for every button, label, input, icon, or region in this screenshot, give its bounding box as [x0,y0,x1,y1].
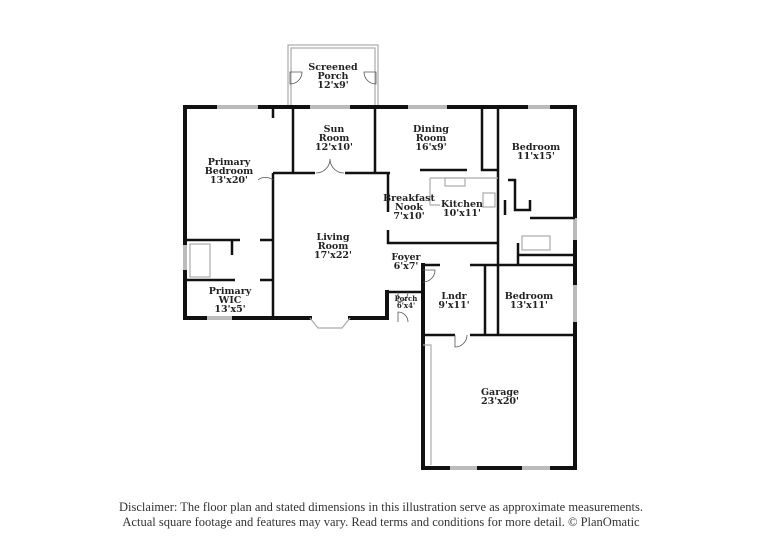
svg-text:12'x10': 12'x10' [315,142,353,153]
svg-text:Lndr: Lndr [441,291,467,302]
svg-text:Porch: Porch [318,71,349,82]
svg-text:Screened: Screened [308,62,358,73]
svg-text:Nook: Nook [395,202,423,213]
svg-text:13'x20': 13'x20' [210,175,248,186]
room-dining-room: Dining Room 16'x9' [413,124,449,153]
svg-text:Bedroom: Bedroom [512,142,560,153]
room-porch: Porch 6'x4' [395,294,418,310]
svg-text:Living: Living [317,232,350,243]
svg-text:13'x5': 13'x5' [214,304,245,315]
svg-text:23'x20': 23'x20' [481,396,519,407]
interior-walls [185,107,575,348]
room-foyer: Foyer 6'x7' [391,252,421,272]
svg-text:Dining: Dining [413,124,449,135]
disclaimer-line-1: Disclaimer: The floor plan and stated di… [119,500,643,514]
room-kitchen: Kitchen 10'x11' [441,199,483,219]
svg-text:11'x15': 11'x15' [517,151,555,162]
exterior-walls [183,105,577,470]
svg-text:Bedroom: Bedroom [205,166,253,177]
svg-text:WIC: WIC [218,295,242,306]
svg-text:6'x7': 6'x7' [394,261,419,272]
svg-text:Garage: Garage [481,387,519,398]
room-screened-porch: Screened Porch 12'x9' [308,62,358,91]
svg-text:Bedroom: Bedroom [505,291,553,302]
room-primary-bedroom: Primary Bedroom 13'x20' [205,157,253,186]
disclaimer-line-2: Actual square footage and features may v… [122,515,640,529]
svg-text:Foyer: Foyer [391,252,421,263]
room-living-room: Living Room 17'x22' [314,232,352,261]
svg-text:Primary: Primary [209,286,252,297]
svg-text:7'x10': 7'x10' [393,211,424,222]
svg-text:16'x9': 16'x9' [415,142,446,153]
svg-text:Porch: Porch [395,294,418,303]
svg-text:17'x22': 17'x22' [314,250,352,261]
svg-text:13'x11': 13'x11' [510,300,548,311]
svg-text:Room: Room [319,133,350,144]
svg-text:Room: Room [416,133,447,144]
svg-text:9'x11': 9'x11' [438,300,469,311]
room-primary-wic: Primary WIC 13'x5' [209,286,252,315]
svg-text:10'x11': 10'x11' [443,208,481,219]
svg-text:12'x9': 12'x9' [317,80,348,91]
svg-text:Sun: Sun [324,124,345,135]
room-breakfast-nook: Breakfast Nook 7'x10' [383,193,435,222]
room-sun-room: Sun Room 12'x10' [315,124,353,153]
room-garage: Garage 23'x20' [481,387,519,407]
room-bedroom-ne: Bedroom 11'x15' [512,142,560,162]
room-bedroom-se: Bedroom 13'x11' [505,291,553,311]
room-laundry: Lndr 9'x11' [438,291,469,311]
svg-text:Room: Room [318,241,349,252]
svg-text:6'x4': 6'x4' [397,301,415,310]
svg-text:Kitchen: Kitchen [441,199,483,210]
svg-text:Breakfast: Breakfast [383,193,435,204]
svg-text:Primary: Primary [208,157,251,168]
